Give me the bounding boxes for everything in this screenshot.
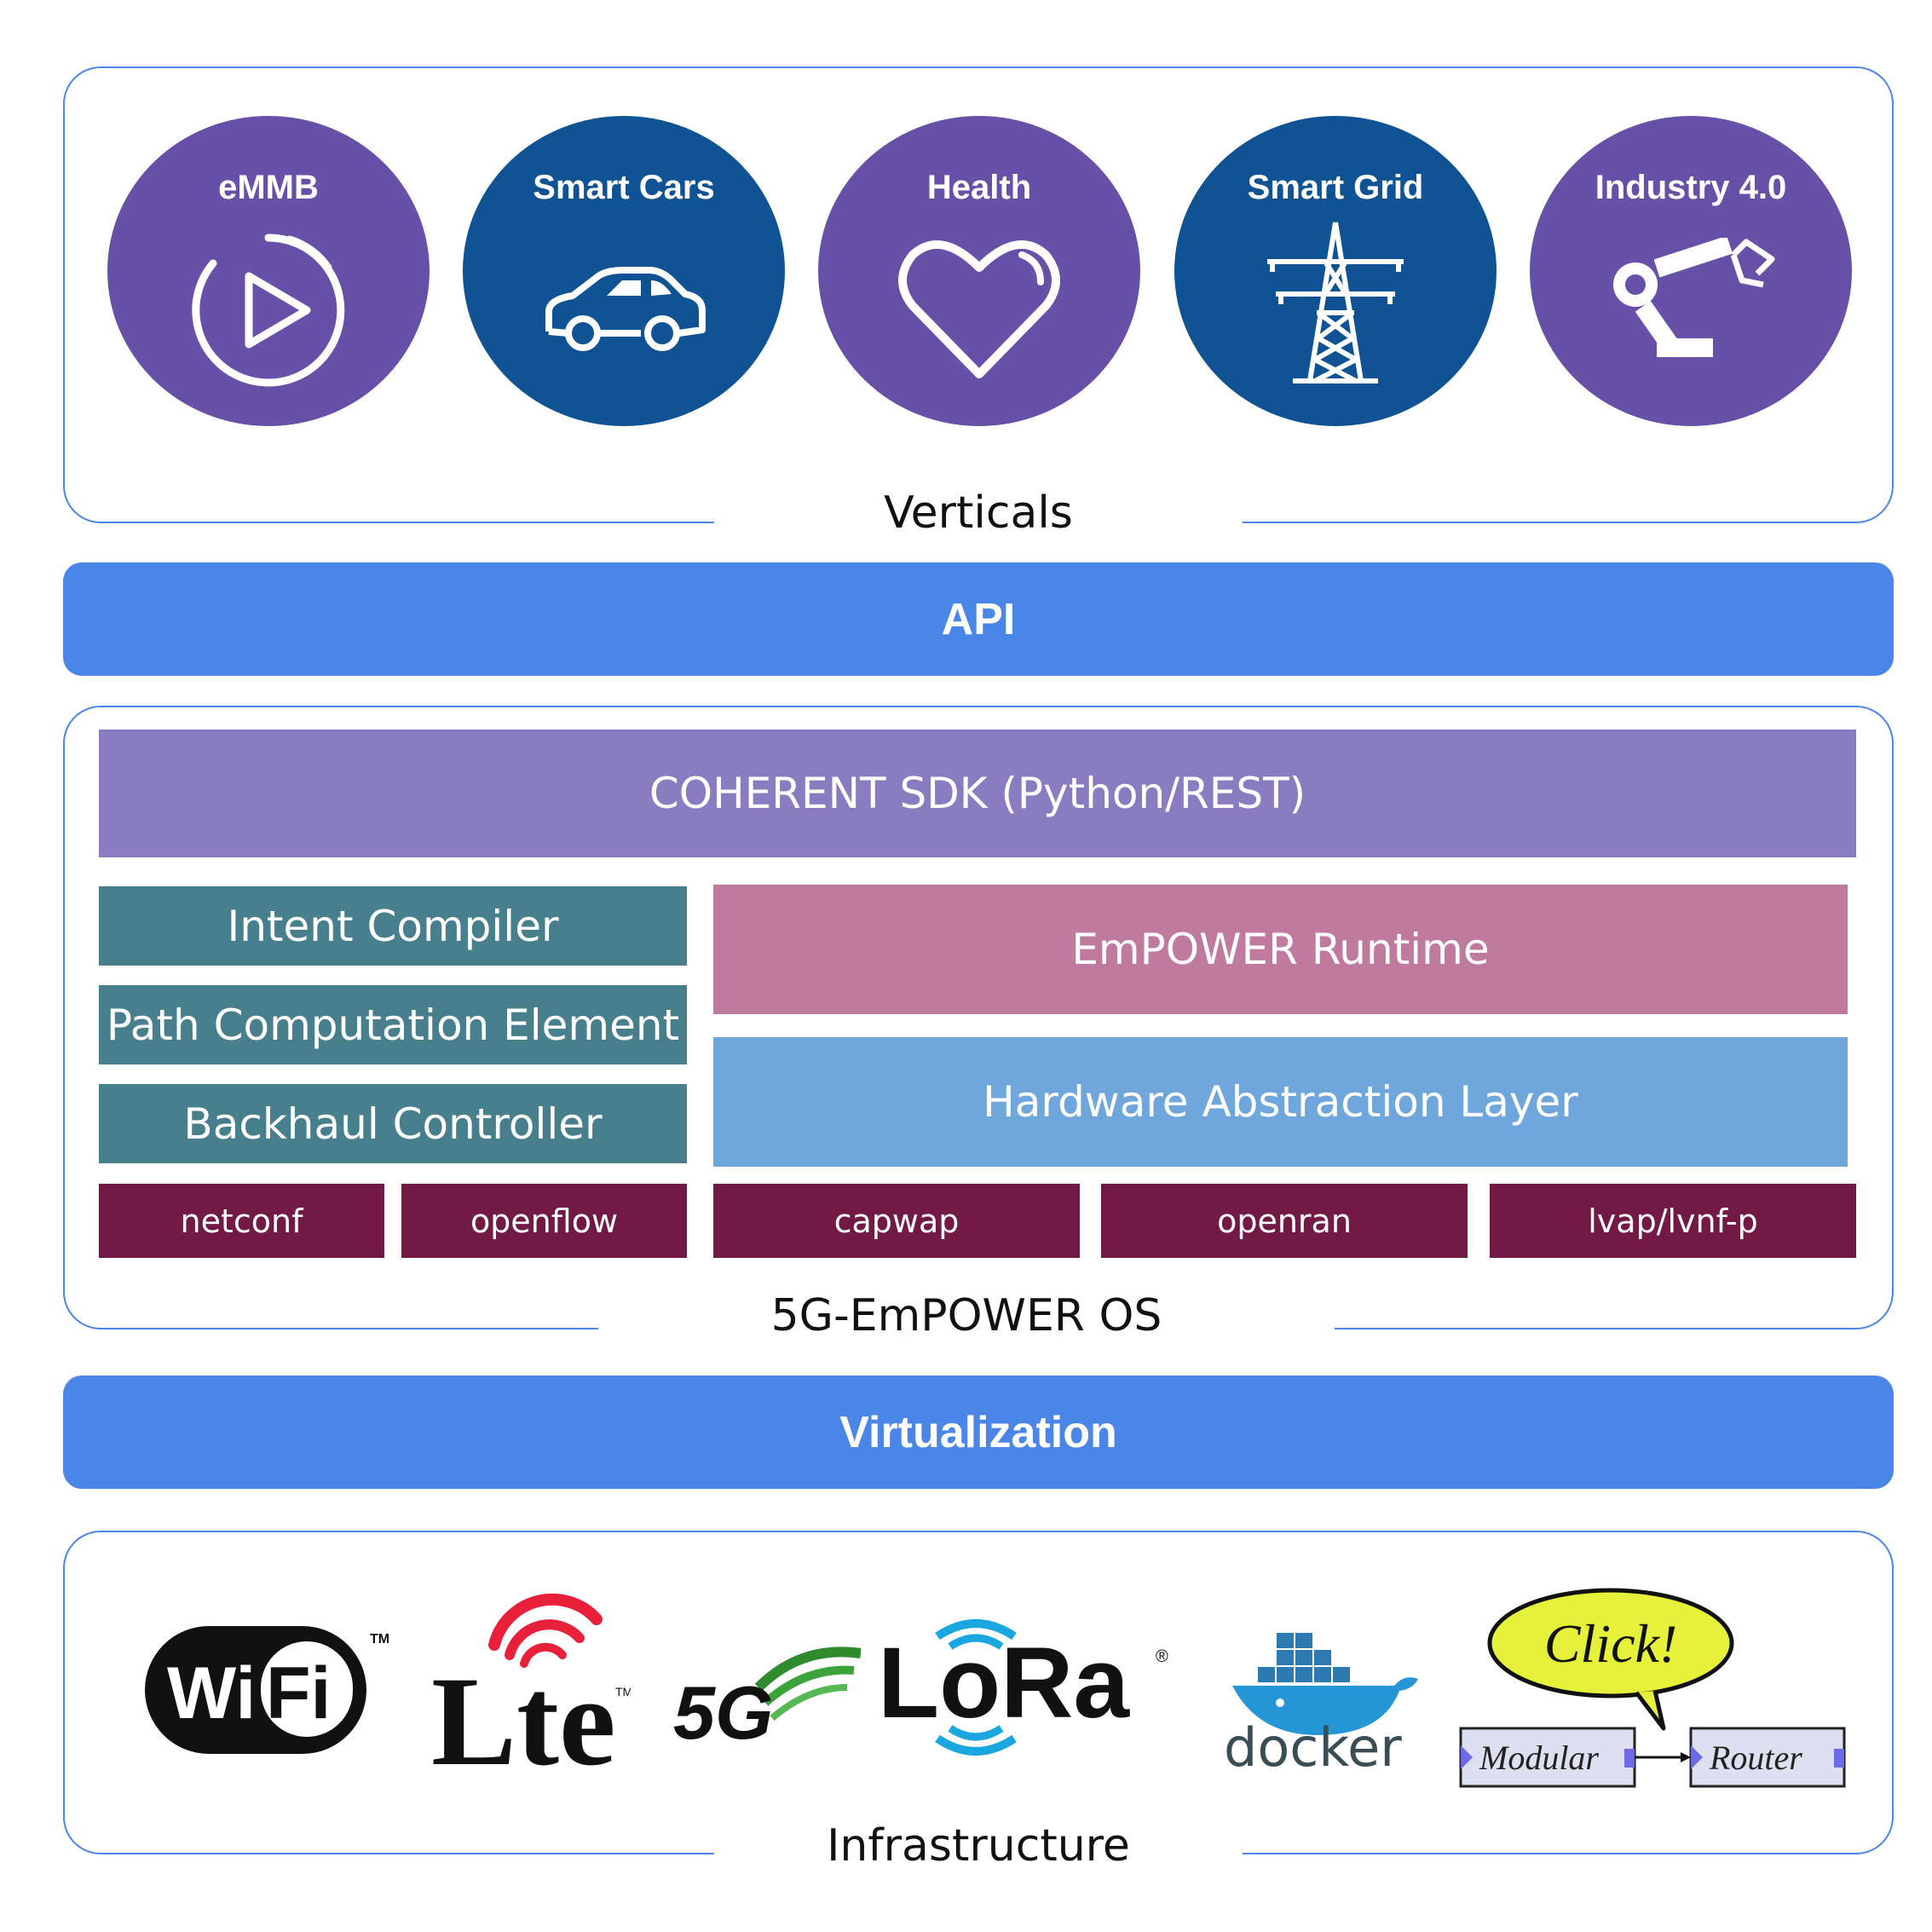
click-text: Click! <box>1544 1613 1677 1674</box>
lte-logo: Lte TM <box>426 1585 631 1773</box>
heart-icon <box>898 240 1060 378</box>
vertical-label: Smart Cars <box>533 169 715 206</box>
car-icon <box>545 267 706 351</box>
intent-compiler-block: Intent Compiler <box>99 886 687 966</box>
lora-reg-text: ® <box>1156 1647 1168 1666</box>
lte-text: Lte <box>431 1651 616 1773</box>
lte-tm-text: TM <box>615 1685 631 1698</box>
modular-text: Modular <box>1479 1739 1599 1777</box>
5g-logo: 5G <box>665 1636 861 1756</box>
click-modular-router-logo: Click! Modular Router <box>1457 1585 1849 1790</box>
router-text: Router <box>1709 1739 1802 1777</box>
wifi-fi-text: Fi <box>266 1652 331 1734</box>
vertical-smart-cars[interactable]: Smart Cars <box>463 116 785 426</box>
wifi-logo: Wi Fi TM <box>141 1609 397 1762</box>
api-bar: API <box>63 562 1894 676</box>
vertical-industry[interactable]: Industry 4.0 <box>1530 116 1852 426</box>
vertical-smart-grid[interactable]: Smart Grid <box>1174 116 1497 426</box>
backhaul-controller-block: Backhaul Controller <box>99 1084 687 1163</box>
wifi-tm-text: TM <box>370 1632 389 1647</box>
5g-text: 5G <box>673 1670 773 1755</box>
vertical-label: Smart Grid <box>1247 169 1424 206</box>
protocol-lvap-lvnf: lvap/lvnf-p <box>1490 1184 1856 1258</box>
play-icon <box>192 234 345 387</box>
vertical-label: Health <box>926 169 1032 206</box>
vertical-health[interactable]: Health <box>818 116 1140 426</box>
vertical-emmb[interactable]: eMMB <box>107 116 430 426</box>
wifi-wi-text: Wi <box>167 1652 256 1734</box>
protocol-netconf: netconf <box>99 1184 384 1258</box>
empower-runtime-block: EmPOWER Runtime <box>713 885 1848 1014</box>
path-computation-element-block: Path Computation Element <box>99 985 687 1064</box>
coherent-sdk-block: COHERENT SDK (Python/REST) <box>99 730 1856 857</box>
docker-text: docker <box>1224 1716 1402 1769</box>
infrastructure-caption: Infrastructure <box>714 1820 1243 1875</box>
protocol-openran: openran <box>1101 1184 1468 1258</box>
os-caption: 5G-EmPOWER OS <box>598 1290 1335 1345</box>
robot-arm-icon <box>1613 238 1775 357</box>
verticals-caption: Verticals <box>714 487 1243 542</box>
hardware-abstraction-layer-block: Hardware Abstraction Layer <box>713 1037 1848 1167</box>
lora-logo: LoRa ® <box>878 1602 1185 1773</box>
docker-logo: docker <box>1224 1607 1428 1769</box>
vertical-label: Industry 4.0 <box>1595 169 1787 206</box>
protocol-capwap: capwap <box>713 1184 1080 1258</box>
protocol-openflow: openflow <box>401 1184 687 1258</box>
power-tower-icon <box>1267 222 1404 384</box>
lora-text: LoRa <box>878 1627 1130 1739</box>
vertical-label: eMMB <box>218 169 319 206</box>
virtualization-bar: Virtualization <box>63 1375 1894 1489</box>
